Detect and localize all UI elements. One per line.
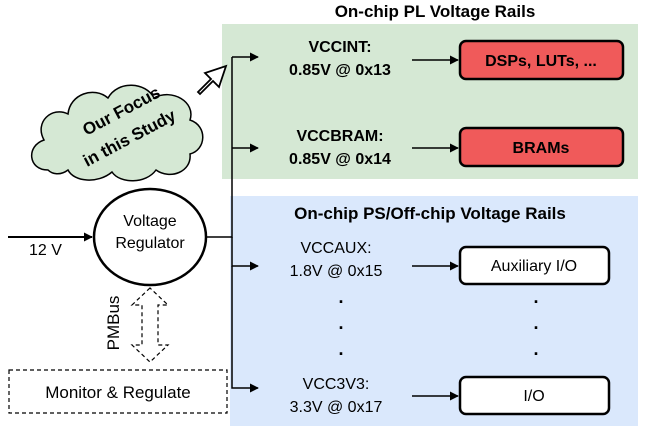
input-voltage-label: 12 V [29, 242, 62, 259]
rail-vccbram-spec: 0.85V @ 0x14 [289, 151, 391, 168]
monitor-regulate-box [8, 369, 228, 414]
rail-vccaux-spec: 1.8V @ 0x15 [290, 263, 383, 280]
regulator-label-line2: Regulator [115, 235, 185, 252]
target-brams-box [458, 126, 625, 168]
rail-vccint-name: VCCINT: [308, 39, 371, 56]
rail-vccbram-name: VCCBRAM: [296, 128, 383, 145]
target-brams-label: BRAMs [513, 140, 570, 157]
ellipsis-dot: . [533, 287, 538, 307]
rail-vccaux-name: VCCAUX: [300, 240, 371, 257]
target-io-label: I/O [523, 388, 544, 405]
monitor-regulate-label: Monitor & Regulate [45, 383, 191, 402]
cloud-shape [31, 84, 204, 182]
ellipsis-dot: . [533, 339, 538, 359]
target-auxiliary-io-box [458, 245, 611, 286]
target-io-box [458, 375, 611, 416]
target-dsps-luts-label: DSPs, LUTs, ... [485, 53, 597, 70]
regulator-label-line1: Voltage [123, 213, 176, 230]
ellipsis-dot: . [533, 313, 538, 333]
pmbus-label: PMBus [104, 296, 123, 351]
focus-pointer-arrow [196, 64, 228, 96]
rail-vccint-spec: 0.85V @ 0x13 [289, 62, 391, 79]
ellipsis-dot: . [338, 287, 343, 307]
ps-trunk-lower [231, 266, 259, 393]
rail-vcc3v3-name: VCC3V3: [303, 376, 370, 393]
pmbus-arrow [130, 287, 170, 363]
target-dsps-luts-box [458, 39, 625, 81]
ellipsis-dot: . [338, 313, 343, 333]
ps-section-title: On-chip PS/Off-chip Voltage Rails [294, 204, 566, 223]
focus-cloud: Our Focus in this Study [31, 83, 204, 182]
rail-vcc3v3-spec: 3.3V @ 0x17 [290, 399, 383, 416]
ellipsis-dot: . [338, 339, 343, 359]
pl-section-title: On-chip PL Voltage Rails [335, 2, 536, 21]
target-auxiliary-io-label: Auxiliary I/O [491, 258, 577, 275]
